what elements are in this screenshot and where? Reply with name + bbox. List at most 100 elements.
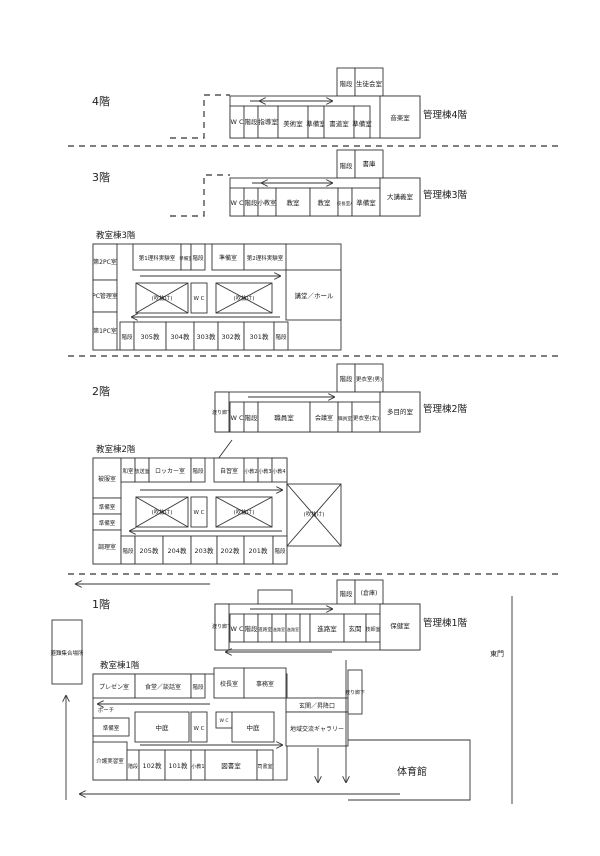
- courtyard-2-label: 中庭: [247, 723, 261, 732]
- room-1f-small1-label: 小教1: [191, 763, 204, 770]
- room-1f-presentation-label: プレゼン室: [99, 683, 129, 691]
- room-1f-wing-wc-1: [190, 711, 208, 743]
- room-2f-stair-e: [272, 535, 288, 565]
- room-2f-prep-2-label: 準備室: [99, 519, 116, 527]
- room-2f-small2-label: 小教2: [244, 468, 257, 475]
- room-2f-staff-label: 職員室: [274, 413, 294, 422]
- floor-1: 1階 管理棟1階 階段 (倉庫) 渡り廊下 W C 階段 進路室 進路室 進路室…: [50, 579, 513, 804]
- room-2f-small4: [271, 457, 288, 483]
- room-1f-career-4: [299, 613, 311, 643]
- room-4f-prep-2: [353, 105, 371, 139]
- wing-2-title: 教室棟2階: [96, 444, 136, 455]
- room-3f-pc-admin-label: PC管理室: [92, 292, 118, 300]
- room-2f-wing-stair-label: 階段: [192, 467, 204, 475]
- room-4f-art: [277, 105, 309, 139]
- room-2f-study-label: 自習室: [220, 467, 238, 475]
- room-1f-wing-stair-label: 階段: [192, 683, 204, 691]
- room-3f-library-store: [354, 149, 384, 179]
- room-3f-wing-wc: [190, 282, 208, 314]
- room-2f-multi-label: 多目的室: [387, 407, 414, 416]
- room-3f-prep-label: 準備室: [356, 198, 376, 207]
- room-2f-stair-w-label: 階段: [122, 547, 134, 555]
- room-2f-c204: [162, 535, 192, 565]
- room-1f-library-label: 図書室: [221, 761, 241, 770]
- room-4f-art-label: 美術室: [283, 119, 303, 128]
- courtyard-2: [231, 711, 275, 743]
- room-2f-broadcast-label: 放送室: [134, 468, 149, 475]
- room-3f-stair-top-label: 階段: [340, 161, 354, 170]
- floor-4-dashed-path: [170, 94, 230, 139]
- room-3f-sci2-label: 第2理科実験室: [247, 254, 284, 262]
- room-2f-small3-label: 小教3: [258, 468, 271, 475]
- room-2f-c202: [216, 535, 245, 565]
- room-1f-wing-wc-2-label: W C: [219, 718, 228, 724]
- room-1f-c102: [138, 749, 166, 781]
- room-3f-c303-label: 303教: [197, 332, 216, 341]
- room-3f-class-2-label: 教室: [318, 198, 332, 207]
- room-3f-c302-label: 302教: [222, 332, 241, 341]
- room-3f-pc1-label: 第1PC室: [93, 327, 117, 335]
- room-3f-lecture: [379, 177, 421, 217]
- east-gate-label: 東門: [490, 649, 504, 658]
- room-3f-prep: [351, 187, 381, 217]
- porch-label: ポーチ: [98, 707, 115, 714]
- room-1f-wc-label: W C: [230, 625, 243, 633]
- building-3-label: 管理棟3階: [423, 189, 468, 201]
- void-3f-2-label: (吹抜け): [234, 294, 255, 302]
- void-3f-2-y: [215, 282, 273, 314]
- room-1f-bridge-2-label: 渡り廊下: [345, 689, 365, 696]
- wing-3-title: 教室棟3階: [96, 230, 136, 241]
- room-2f-c205: [134, 535, 164, 565]
- room-1f-career-main-label: 進路室: [317, 624, 337, 633]
- room-1f-care: [92, 741, 128, 781]
- room-1f-health: [379, 603, 421, 651]
- room-3f-sci1-label: 第1理科実験室: [139, 254, 176, 262]
- room-1f-health-label: 保健室: [390, 621, 410, 630]
- floor-3-label: 3階: [92, 170, 110, 184]
- room-3f-stair-e-label: 階段: [275, 333, 287, 341]
- floor-4-label: 4階: [92, 94, 110, 108]
- room-2f-stair-top-label: 階段: [340, 374, 354, 383]
- room-3f-pc-admin: [92, 279, 118, 313]
- room-1f-library: [204, 749, 258, 781]
- room-3f-prep-2-label: 準備室: [219, 254, 237, 262]
- void-2f-3-label: (吹抜け): [304, 510, 325, 518]
- room-3f-c305: [133, 321, 167, 351]
- gallery-label: 地域交流ギャラリー: [290, 725, 344, 733]
- room-2f-c203-label: 203教: [195, 546, 214, 555]
- room-2f-cooking-label: 調理室: [98, 543, 116, 551]
- evacuation-label: 避難集合場所: [50, 649, 84, 657]
- gym-outline: [348, 739, 471, 801]
- void-3f-1-y: [135, 282, 189, 314]
- room-2f-study: [213, 457, 245, 483]
- room-2f-c204-label: 204教: [168, 546, 187, 555]
- room-1f-presentation: [92, 673, 136, 699]
- room-1f-bridge-2: [347, 669, 363, 715]
- room-2f-c202-label: 202教: [221, 546, 240, 555]
- room-2f-wing-stair: [190, 457, 206, 483]
- void-2f-3-y: [286, 483, 342, 547]
- room-3f-small-class-label: 小教室: [258, 199, 276, 207]
- building-1-label: 管理棟1階: [423, 617, 468, 629]
- room-1f-librarian: [256, 749, 274, 781]
- room-1f-stair-w-label: 階段: [128, 763, 138, 770]
- room-1f-wing-stair: [190, 673, 206, 699]
- room-1f-office: [243, 667, 287, 699]
- room-2f-wing-wc: [190, 496, 208, 528]
- room-2f-locker-m-label: 更衣室(男): [356, 375, 382, 383]
- room-2f-wing-wc-label: W C: [193, 510, 204, 516]
- room-1f-wing-wc-1-label: W C: [193, 726, 204, 732]
- room-1f-c102-label: 102教: [143, 761, 162, 770]
- floor-4: 4階 管理棟4階 階段 生徒会室 W C 階段 指導室 美術室 準備室 書道室 …: [92, 67, 468, 139]
- room-2f-c205-label: 205教: [140, 546, 159, 555]
- courtyard-1-label: 中庭: [156, 723, 170, 732]
- room-2f-stair-e-label: 階段: [274, 547, 286, 555]
- room-3f-wing-wc-label: W C: [193, 296, 204, 302]
- room-1f-bridge-label: 渡り廊下: [212, 623, 232, 630]
- room-1f-prep-label: 準備室: [103, 724, 120, 732]
- building-4-label: 管理棟4階: [423, 109, 468, 121]
- room-3f-hall: [285, 269, 342, 321]
- room-3f-stair-e: [273, 321, 289, 351]
- gallery: [285, 711, 349, 747]
